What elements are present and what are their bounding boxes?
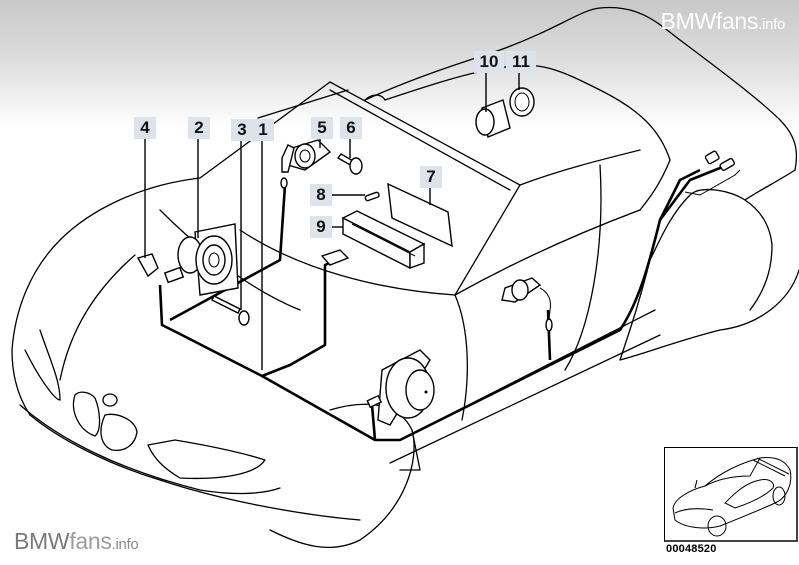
clip-nut	[136, 253, 185, 284]
callout-5: 5	[311, 117, 333, 139]
harness-connector	[366, 394, 383, 409]
speaker-grille	[475, 99, 511, 138]
callout-2: 2	[188, 117, 210, 139]
watermark-bottom-suffix: .info	[111, 536, 139, 553]
watermark-bottom: BMWfans.info	[14, 528, 139, 555]
screw-6	[336, 153, 363, 175]
watermark-top-suffix: .info	[758, 16, 785, 33]
tweeter	[280, 139, 332, 189]
watermark-top: BMWfans.info	[660, 8, 786, 35]
speaker-mid	[177, 223, 239, 296]
callout-1: 1	[252, 119, 274, 141]
callout-4: 4	[134, 117, 156, 139]
header-gradient	[0, 0, 799, 130]
callout-6: 6	[340, 117, 362, 139]
vehicle-thumbnail	[664, 447, 798, 542]
cover-plate	[387, 182, 453, 248]
callout-9: 9	[310, 216, 332, 238]
callout-7: 7	[420, 166, 442, 188]
callout-3: 3	[231, 119, 253, 141]
door-tweeter	[501, 277, 553, 346]
radio-frame	[341, 210, 426, 270]
leader-lines	[144, 70, 520, 370]
pin-8	[364, 191, 380, 202]
figure-number: 00048520	[666, 543, 717, 555]
watermark-bottom-brand: BMW	[14, 528, 70, 554]
nut-11	[509, 87, 535, 117]
watermark-bottom-mid: fans	[69, 528, 112, 554]
callout-8: 8	[310, 184, 332, 206]
antenna-connector	[320, 249, 350, 266]
rear-connectors	[684, 150, 741, 196]
callout-10: 10	[474, 51, 504, 73]
screw-3	[211, 295, 250, 326]
callout-11: 11	[506, 51, 536, 73]
sedan-thumbnail-icon	[672, 457, 792, 537]
watermark-top-brand: BMWfans	[660, 8, 759, 34]
door-speaker	[377, 349, 435, 426]
